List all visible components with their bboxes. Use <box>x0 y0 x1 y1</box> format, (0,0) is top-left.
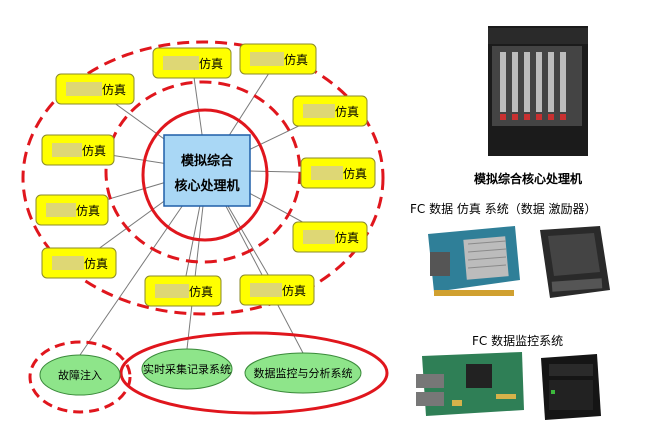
chassis-photo <box>488 26 588 156</box>
redacted-text <box>311 166 343 180</box>
redacted-text <box>155 284 189 298</box>
green-node-record: 实时采集记录系统 <box>141 348 233 390</box>
sim-node: 仿真 <box>239 274 315 306</box>
redacted-text <box>52 143 82 157</box>
inner-solid-ring <box>141 108 269 242</box>
fc-sim-card-photo <box>428 226 520 296</box>
sim-nodes: 仿真仿真仿真仿真仿真仿真仿真仿真仿真仿真仿真 <box>35 43 376 307</box>
redacted-text <box>303 104 335 118</box>
sim-node: 仿真 <box>55 73 135 105</box>
hub-box <box>163 134 251 207</box>
sim-node: 仿真 <box>300 157 376 189</box>
redacted-text <box>163 56 199 70</box>
sim-node-label: 仿真 <box>335 105 359 119</box>
sim-node: 仿真 <box>41 134 115 166</box>
green-node-ellipse <box>244 352 362 394</box>
green-node-label: 数据监控与分析系统 <box>254 366 353 380</box>
sim-node-label: 仿真 <box>189 285 213 299</box>
redacted-text <box>52 256 84 270</box>
green-nodes: 故障注入 实时采集记录系统 数据监控与分析系统 <box>39 348 362 396</box>
hub-line1: 模拟综合 <box>181 153 234 169</box>
sim-node-label: 仿真 <box>82 144 106 158</box>
sim-node: 仿真 <box>152 47 232 79</box>
sim-node: 仿真 <box>144 275 222 307</box>
sim-node-label: 仿真 <box>343 167 367 181</box>
redacted-text <box>66 82 102 96</box>
middle-dashed-ring <box>104 80 302 264</box>
green-node-ellipse <box>39 354 121 396</box>
fc-monitor-caption: FC 数据监控系统 <box>472 334 564 348</box>
redacted-text <box>303 230 335 244</box>
industrial-pc-photo <box>541 354 601 420</box>
sim-node-label: 仿真 <box>282 284 306 298</box>
sim-node-label: 仿真 <box>199 57 223 71</box>
fc-monitor-card-photo <box>416 352 524 416</box>
rugged-laptop-photo <box>540 226 610 298</box>
redacted-text <box>250 283 282 297</box>
green-node-label: 实时采集记录系统 <box>143 362 231 376</box>
redacted-text <box>46 203 76 217</box>
sim-node: 仿真 <box>292 95 368 127</box>
sim-node-label: 仿真 <box>84 257 108 271</box>
fault-dashed-ring <box>28 340 132 414</box>
green-node-fault: 故障注入 <box>39 354 121 396</box>
outer-dashed-ring <box>21 40 385 316</box>
hub-line2: 核心处理机 <box>174 178 239 194</box>
sim-node-label: 仿真 <box>335 231 359 245</box>
green-node-monitor: 数据监控与分析系统 <box>244 352 362 394</box>
sim-node: 仿真 <box>239 43 317 75</box>
systems-solid-ring <box>119 331 389 415</box>
sim-node-label: 仿真 <box>102 83 126 97</box>
fc-sim-caption: FC 数据 仿真 系统（数据 激励器） <box>410 202 597 216</box>
sim-node-label: 仿真 <box>284 53 308 67</box>
chassis-caption: 模拟综合核心处理机 <box>474 172 583 186</box>
sim-node: 仿真 <box>41 247 117 279</box>
green-node-label: 故障注入 <box>58 368 102 382</box>
sim-node: 仿真 <box>292 221 368 253</box>
sim-node-label: 仿真 <box>76 204 100 218</box>
redacted-text <box>250 52 284 66</box>
green-node-ellipse <box>141 348 233 390</box>
sim-node: 仿真 <box>35 194 109 226</box>
